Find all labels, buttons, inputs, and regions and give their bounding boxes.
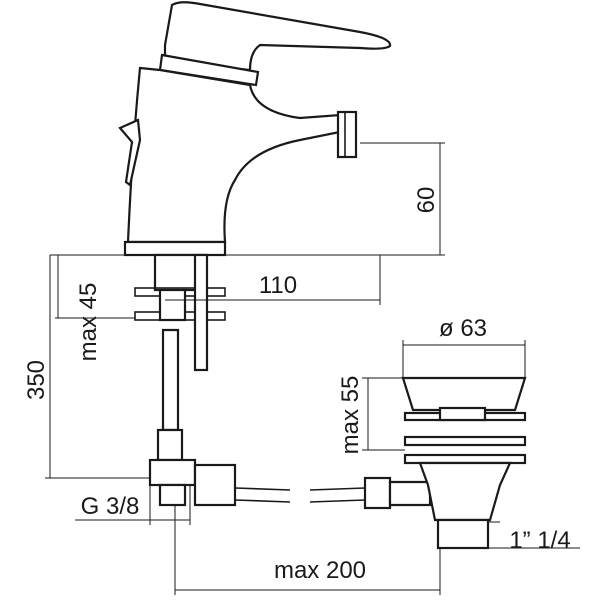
label-waste-max: max 55 <box>337 376 364 455</box>
label-thread: G 3/8 <box>81 493 140 520</box>
faucet-body <box>118 1 392 257</box>
pop-up-waste <box>401 376 527 550</box>
pop-up-rod <box>234 476 432 510</box>
label-waste-thread: 1” 1/4 <box>509 527 570 554</box>
label-waste-diameter: ø 63 <box>439 315 487 342</box>
dimension-lines <box>45 142 580 595</box>
label-max-rod: max 200 <box>274 557 366 584</box>
label-hose-length: 350 <box>23 360 50 400</box>
label-spout-height: 60 <box>413 187 440 214</box>
mounting-assembly <box>134 253 237 507</box>
label-spout-reach: 110 <box>259 272 297 299</box>
label-max-deck: max 45 <box>75 283 102 362</box>
